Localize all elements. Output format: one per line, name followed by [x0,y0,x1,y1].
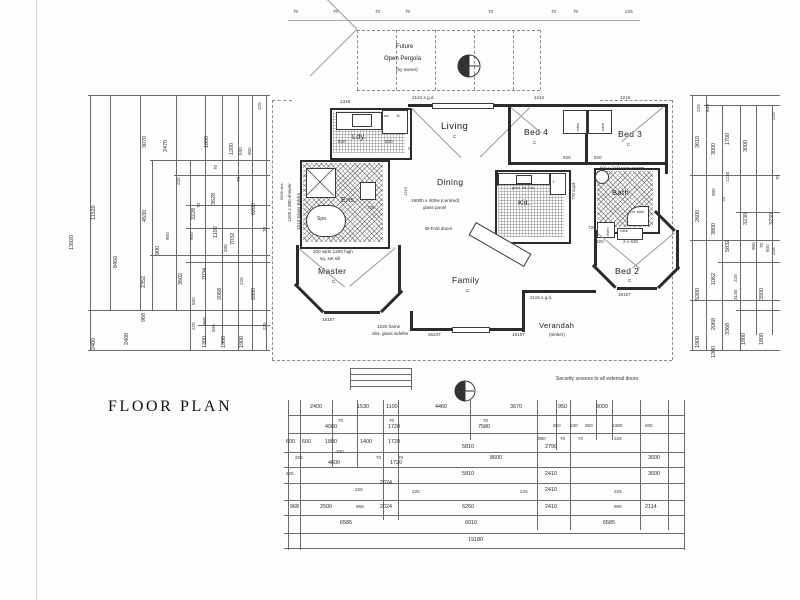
robe-label-1: robe [575,122,580,131]
master-ceiling-mark: C [332,279,336,284]
entry-steps [350,368,412,390]
win-1318: 1318 [340,99,351,104]
sgd-top-label: 2124 s.g.d. [412,95,435,100]
cnr-bath-label: cnr. bath [630,210,644,214]
living-ceiling-mark: C [453,134,457,139]
robe-label-2: robe [600,122,605,131]
room-label-kitchen: Kit. [518,198,531,207]
family-sliding-door [452,327,490,333]
shower-size-label: 1200 x 900 shower [287,183,292,222]
spa-bath [306,205,346,237]
ensuite-door-720: 720 [367,205,375,210]
pergola-by-owner: (by owner) [396,67,418,72]
room-label-family: Family [452,275,480,285]
cupd-label: 770 cupd. [571,181,576,200]
spa-label: Spa [317,216,326,222]
room-label-bed4: Bed 4 [524,127,549,137]
page-title: FLOOR PLAN [108,398,233,415]
room-label-dining: Dining [437,177,464,187]
sheet-margin-line [36,0,37,600]
family-ceiling-mark: C [466,288,470,293]
kitchen-fridge [550,173,566,195]
set-sill-label-2: sq. set sill [320,256,341,261]
room-label-pergola: Future [396,44,414,50]
security-screens-note: Security screens to all external doors [556,376,638,382]
room-label-laundry: Ldy. [352,134,367,141]
sgd-bottom-label: 2115 s.g.d. [530,295,553,300]
north-point-icon [457,54,481,78]
bin-label: B. [397,113,401,118]
obs-label: 0906 obs. [279,182,284,200]
linen-label: linen [605,227,610,236]
laundry-block [330,108,412,160]
glass-panel-note-2: glass panel [423,205,447,210]
bath-door-720: 720 [588,225,596,230]
bed4-left-wall [508,104,511,164]
glass-panel-note: 1900h x 400w (centred) [411,198,460,203]
bed2-robe [617,228,643,240]
kitchen-sink [516,175,532,184]
kitchen-block [495,170,571,244]
room-label-bed3: Bed 3 [618,129,643,139]
room-label-verandah: Verandah [539,321,575,330]
bed3-right-wall [665,104,668,174]
glass-bricks-label: 1314 Glass Bricks [296,192,301,230]
splay-shower-label: 900 x 1200 splay shower [600,165,645,170]
bed3-ceiling-mark: C [627,142,631,147]
shower-diagonals-icon [305,167,335,197]
win-sq-sill: 1219 [403,187,408,196]
room-label-bath: Bath [612,188,630,197]
verandah-wall-top [522,290,596,293]
win-1815t-label-2: 1815T [512,332,526,337]
wc-label: wc [384,113,389,118]
sliding-glass-door-top [432,103,494,109]
win-1818t-label: 1818T [322,317,336,322]
set-sill-label: 200 wide 1200 high [313,249,353,254]
ensuite-block [300,160,390,249]
north-point-icon-2 [454,380,476,402]
bed-bottom-wall [508,162,668,165]
bed-top-wall [508,104,668,107]
bath-basin [595,170,609,184]
ensuite-vanity [360,182,376,200]
dishwasher-note: prov. for d.w. [512,185,535,190]
bed4-door-920: 920 [563,155,571,160]
laundry-tub [352,114,372,127]
wc-compartment [382,110,408,134]
bifold-note: Bi-Fold doors [425,226,453,231]
fridge-label: f [553,179,555,184]
verandah-material: (timber) [549,332,565,337]
bed3-door-920: 920 [594,155,602,160]
win-3624t-label: 3624T [428,332,442,337]
wc-door-820: 820 [385,139,393,144]
dining-ceiling-mark: C [408,146,412,151]
room-label-ensuite: Ens. [341,197,357,204]
bed2-robe-label: robe [620,228,629,233]
bath-door-820: 820 [596,239,604,244]
win-1210-label: 1210 [534,95,545,100]
laundry-door-820: 820 [338,139,346,144]
verandah-wall-left [522,290,525,332]
sidelite-note: 1220 frame [377,324,401,329]
bed2-robe-doors: 2 x 620 [623,239,639,244]
corner-bath [627,206,649,226]
bed-party-wall [585,110,588,162]
room-label-living: Living [441,121,469,132]
bed3-robe [588,110,612,134]
bed2-ceiling-mark: C [628,278,632,283]
room-label-pergola-2: Open Pergola [384,56,422,62]
room-label-bed2: Bed 2 [615,266,640,276]
bed4-robe [563,110,587,134]
room-label-master: Master [318,266,347,276]
linen-cupboard [597,222,615,238]
win-1218-label: 1218 [620,95,631,100]
win-1815t-label: 1815T [618,292,632,297]
sidelite-note-2: obs. glass sidelite [372,331,409,336]
bed4-ceiling-mark: C [533,140,537,145]
